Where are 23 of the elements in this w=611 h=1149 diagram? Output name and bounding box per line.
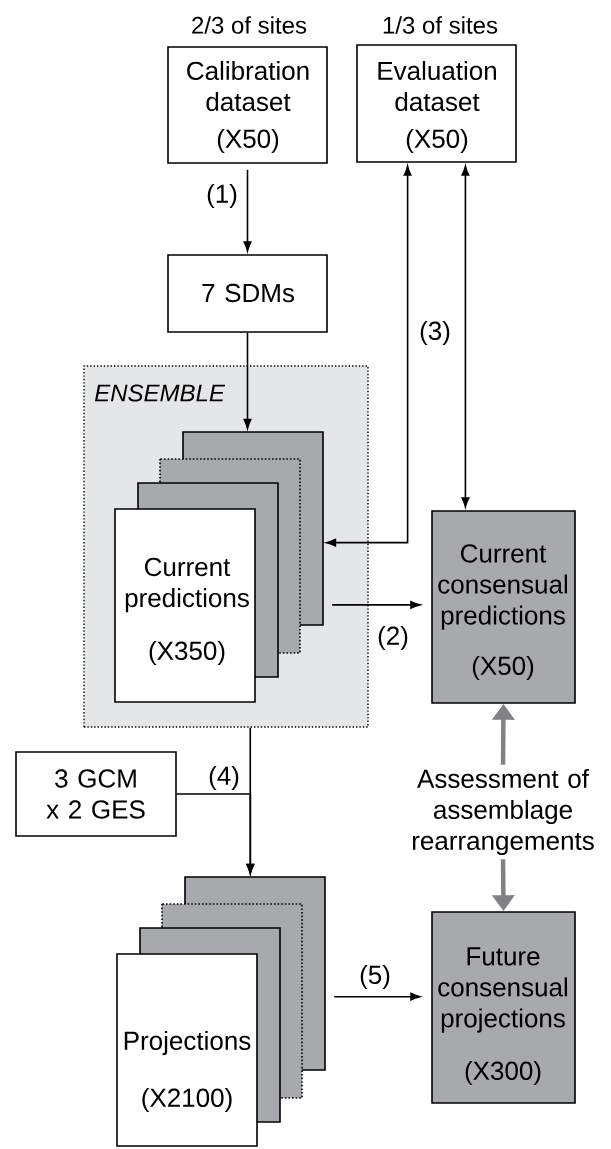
node-label: 1/3 of sites <box>383 16 498 34</box>
stacked-sheets: Projections (X2100) <box>116 876 326 1147</box>
edge-label: (2) <box>378 625 408 651</box>
arrow <box>243 169 252 252</box>
dataset-box: 1/3 of sites Evaluation dataset (X50) <box>356 16 517 163</box>
arrow <box>176 793 255 875</box>
arrow <box>461 165 470 508</box>
arrow <box>333 992 421 1001</box>
edge-label: (1) <box>207 183 237 209</box>
annotation-text: Assessment of assemblage rearrangements <box>412 768 594 856</box>
edge-label: (3) <box>420 320 450 346</box>
result-box: Future consensual projections (X300) <box>431 911 576 1104</box>
stacked-sheets: Current predictions (X350) <box>114 431 324 703</box>
process-box: 7 SDMs <box>167 254 328 333</box>
edge-label: (4) <box>209 765 239 791</box>
arrow <box>243 332 252 430</box>
input-box: 3 GCM x 2 GES <box>15 751 177 837</box>
dataset-box: 2/3 of sites Calibration dataset (X50) <box>167 16 328 164</box>
arrow <box>325 165 412 547</box>
result-box: Current consensual predictions (X50) <box>431 510 576 704</box>
node-label: 2/3 of sites <box>192 16 307 34</box>
edge-label: (5) <box>360 964 390 990</box>
arrow <box>331 600 421 609</box>
